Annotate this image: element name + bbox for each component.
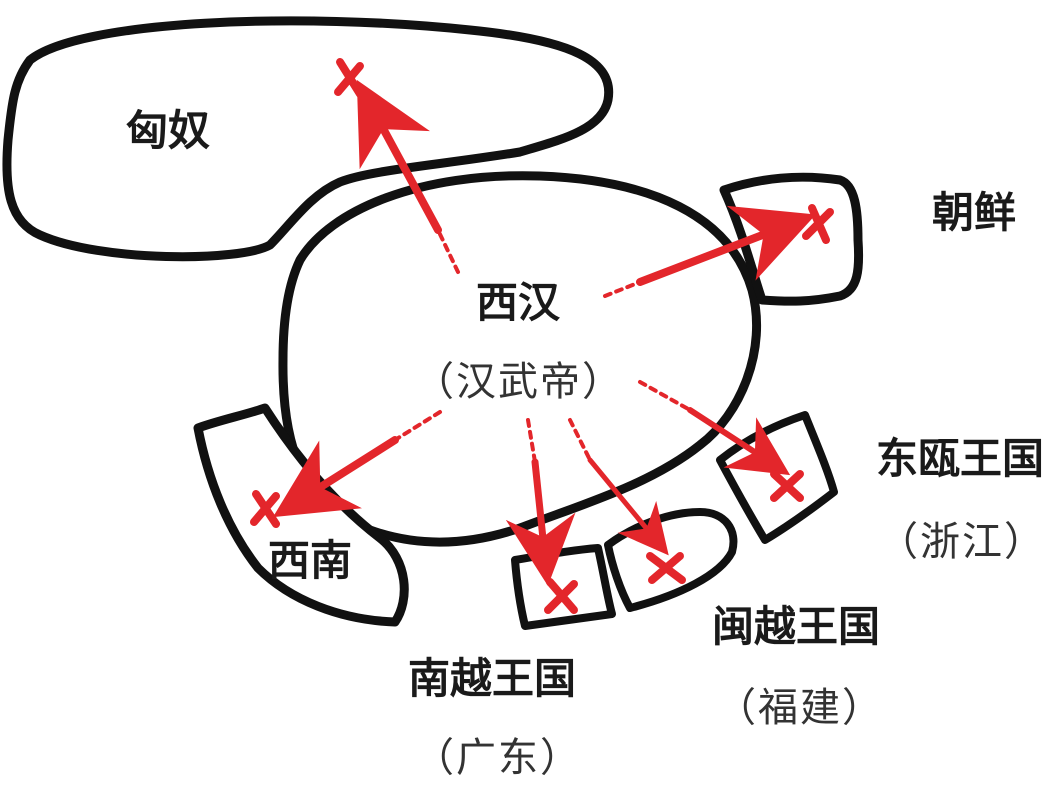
- arrow-to-nanyue: [526, 418, 537, 464]
- x-mark-minyue: [646, 552, 686, 584]
- label-dongou-sub: （浙江）: [878, 519, 1046, 565]
- expansion-arrows: [272, 79, 816, 586]
- arrow-to-minyue: [568, 418, 592, 462]
- x-mark-xiongnu: [334, 58, 364, 98]
- arrow-to-chaoxian: [603, 280, 642, 298]
- label-chaoxian: 朝鲜: [932, 188, 1017, 237]
- label-dongou: 东瓯王国: [876, 434, 1045, 483]
- arrow-to-dongou: [638, 380, 692, 412]
- label-nanyue-sub: （广东）: [414, 735, 582, 781]
- arrow-to-xiongnu: [436, 228, 460, 274]
- arrow-to-xiongnu-shaft: [356, 79, 442, 234]
- label-xihan-sub: （汉武帝）: [414, 359, 624, 405]
- label-minyue: 闽越王国: [712, 602, 881, 651]
- arrow-to-xinan-shaft: [272, 436, 399, 518]
- label-nanyue: 南越王国: [408, 654, 577, 703]
- x-mark-chaoxian: [802, 204, 834, 244]
- label-xiongnu: 匈奴: [126, 106, 211, 155]
- arrow-to-minyue-shaft: [587, 457, 669, 556]
- x-mark-nanyue: [544, 578, 578, 614]
- label-xinan: 西南: [268, 536, 353, 585]
- conquest-marks: [250, 58, 834, 614]
- label-xihan: 西汉: [476, 278, 561, 327]
- label-minyue-sub: （福建）: [716, 685, 884, 731]
- arrow-to-xinan: [393, 410, 442, 442]
- x-mark-dongou: [770, 470, 804, 502]
- nanyue-region: [511, 544, 616, 630]
- arrow-to-nanyue-shaft: [505, 458, 576, 586]
- arrow-to-dongou-shaft: [687, 407, 791, 476]
- arrow-to-chaoxian-shaft: [636, 205, 816, 286]
- x-mark-xinan: [250, 490, 280, 528]
